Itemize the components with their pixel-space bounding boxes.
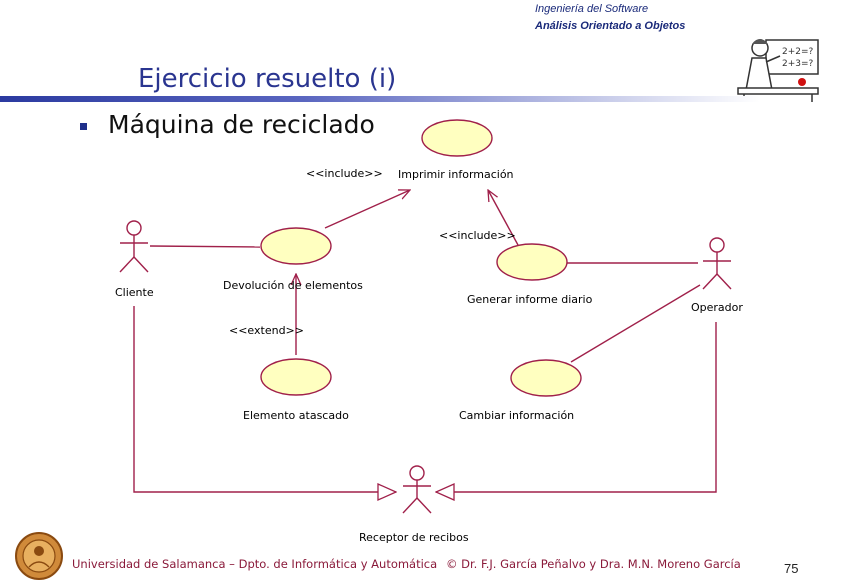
include-devolucion-imprimir (325, 190, 410, 228)
footer-university: Universidad de Salamanca – Dpto. de Info… (72, 557, 437, 571)
footer-authors: © Dr. F.J. García Peñalvo y Dra. M.N. Mo… (446, 557, 741, 571)
usecase-cambiar-label: Cambiar información (459, 409, 574, 422)
university-seal-icon (14, 531, 64, 581)
usecase-generar-ellipse (497, 244, 567, 280)
stereotype-include-label: <<include>> (439, 229, 516, 242)
actor-receptor-icon (403, 466, 431, 513)
usecase-devolucion-ellipse (261, 228, 331, 264)
actor-cliente-label: Cliente (115, 286, 154, 299)
assoc-cliente-devolucion (150, 246, 260, 247)
stereotype-extend-label: <<extend>> (229, 324, 304, 337)
usecase-cambiar-ellipse (511, 360, 581, 396)
usecase-imprimir-ellipse (422, 120, 492, 156)
usecase-devolucion-label: Devolución de elementos (223, 279, 363, 292)
usecase-generar-label: Generar informe diario (467, 293, 592, 306)
actor-operador-icon (703, 238, 731, 289)
page-number: 75 (784, 561, 798, 576)
actor-operador-label: Operador (691, 301, 743, 314)
usecase-atascado-ellipse (261, 359, 331, 395)
stereotype-include-label: <<include>> (306, 167, 383, 180)
usecase-atascado-label: Elemento atascado (243, 409, 349, 422)
actor-cliente-icon (120, 221, 148, 272)
generalization-operador-receptor (436, 322, 716, 492)
usecase-imprimir-label: Imprimir información (398, 168, 514, 181)
actor-receptor-label: Receptor de recibos (359, 531, 469, 544)
